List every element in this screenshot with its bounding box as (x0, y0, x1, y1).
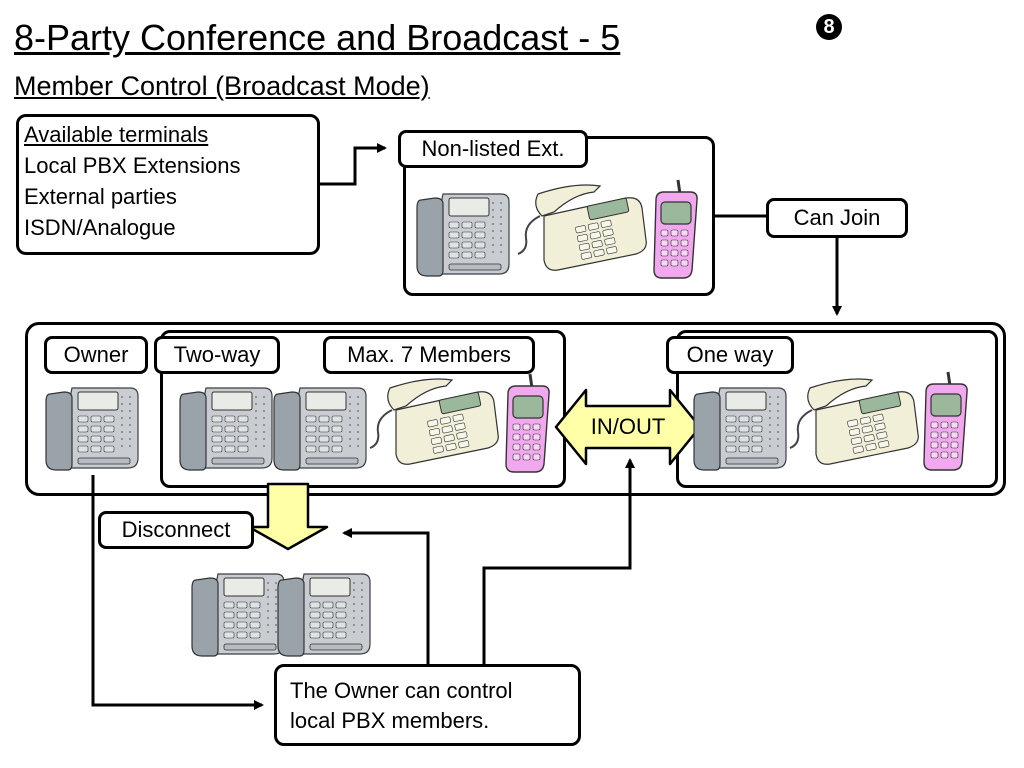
owner-note: The Owner can control local PBX members. (290, 676, 513, 736)
desk-phone-icon (277, 573, 371, 657)
label-disconnect: Disconnect (98, 511, 254, 549)
analog-phone-icon (517, 184, 647, 271)
label-two-way: Two-way (154, 336, 280, 374)
desk-phone-icon (45, 387, 139, 471)
slide-number-badge: 8 (816, 14, 842, 40)
label-owner: Owner (44, 336, 148, 374)
terminal-item-isdn: ISDN/Analogue (24, 215, 176, 240)
owner-note-line-2: local PBX members. (290, 708, 490, 733)
label-non-listed: Non-listed Ext. (398, 130, 588, 168)
owner-note-line-1: The Owner can control (290, 678, 513, 703)
analog-phone-icon (789, 378, 919, 465)
terminals-heading: Available terminals (24, 122, 209, 147)
terminal-item-local: Local PBX Extensions (24, 153, 241, 178)
label-one-way: One way (666, 336, 794, 374)
desk-phone-icon (693, 387, 787, 471)
terminals-list: Available terminals Local PBX Extensions… (24, 119, 240, 243)
page-title: 8-Party Conference and Broadcast - 5 (14, 17, 621, 58)
page-subtitle: Member Control (Broadcast Mode) (14, 71, 430, 101)
label-in-out: IN/OUT (590, 414, 666, 439)
desk-phone-icon (416, 193, 510, 277)
analog-phone-icon (369, 378, 499, 465)
label-can-join: Can Join (766, 198, 908, 238)
terminal-item-external: External parties (24, 184, 177, 209)
mobile-phone-icon (505, 373, 550, 473)
terminals-box (16, 114, 320, 255)
mobile-phone-icon (923, 371, 968, 471)
terminals-to-nonlisted-connector (320, 143, 387, 186)
mobile-phone-icon (653, 179, 698, 279)
owner-note-box (274, 664, 581, 746)
desk-phone-icon (273, 387, 367, 471)
desk-phone-icon (179, 387, 273, 471)
desk-phone-icon (191, 573, 285, 657)
label-max-members: Max. 7 Members (323, 336, 535, 374)
